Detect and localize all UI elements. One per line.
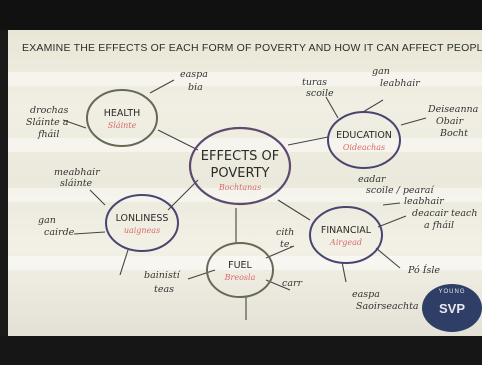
loneliness-label: LONLINESS [116,213,169,224]
education-sub: Oideachas [343,143,385,152]
note-gan-leabhair-2: leabhair [380,78,421,89]
health-label: HEALTH [104,108,141,119]
note-baineisti-1: bainistí [144,270,182,281]
note-gan-cairde-1: gan [38,215,56,226]
center-line2: POVERTY [211,166,270,181]
note-deiseanna-2: Obair [436,116,465,127]
center-line1: EFFECTS OF [201,149,280,164]
financial-sub: Airgead [329,238,362,247]
note-drochas-2: Sláinte a [26,117,69,128]
note-cith-2: te. [280,239,292,250]
mind-map: EFFECTS OF POVERTY Bochtanas HEALTH Slái… [26,66,479,320]
note-eadar-3: leabhair [404,196,445,207]
note-eadar-2: scoile / pearaí [366,185,435,196]
loneliness-bubble [105,194,179,252]
education-label: EDUCATION [336,130,392,141]
note-easpa-saoirseachta-1: easpa [352,289,380,300]
health-sub: Sláinte [108,121,137,130]
note-meabhair-1: meabhair [54,167,101,178]
health-bubble [86,89,158,147]
note-deiseanna-1: Deiseanna [427,104,479,115]
fuel-sub: Breosla [224,273,256,282]
fuel-label: FUEL [228,260,252,271]
financial-bubble [309,206,383,264]
slide-title: EXAMINE THE EFFECTS OF EACH FORM OF POVE… [22,42,482,54]
note-easpa-saoirseachta-2: Saoirseachta [356,301,419,312]
presentation-screen: EXAMINE THE EFFECTS OF EACH FORM OF POVE… [8,30,482,336]
note-drochas-3: fháil [37,129,59,140]
light-streak [8,138,482,152]
note-drochas-1: drochas [30,105,68,116]
note-turas-2: scoile [306,88,334,99]
note-cith-1: cith [276,227,294,238]
note-deiseanna-3: Bocht [439,128,468,139]
note-eadar-1: eadar [358,174,387,185]
note-deacair-2: a fháil [424,220,454,231]
top-frame [0,0,482,30]
financial-label: FINANCIAL [321,225,372,236]
arrows [62,79,427,320]
note-easpa-bia-1: easpa [180,69,208,80]
note-deacair-1: deacair teach [412,208,478,219]
note-easpa-bia-2: bia [188,82,203,93]
logo-line1: YOUNG [438,289,466,295]
note-po-isle: Pó Ísle [407,264,440,276]
fuel-bubble [206,242,274,298]
note-gan-leabhair-1: gan [372,66,390,77]
logo-line2: SVP [438,301,465,316]
note-meabhair-2: sláinte [60,178,93,189]
loneliness-sub: uaigneas [124,226,160,235]
young-svp-logo: YOUNG SVP [422,284,482,332]
bottom-frame [0,336,482,365]
note-carr: carr [282,278,304,289]
light-streak [8,72,482,86]
center-subtitle: Bochtanas [218,183,261,192]
note-gan-cairde-2: cairde [44,227,75,238]
center-bubble [188,126,292,206]
education-bubble [327,111,401,169]
note-baineisti-2: teas [154,284,174,295]
note-turas-1: turas [302,77,327,88]
